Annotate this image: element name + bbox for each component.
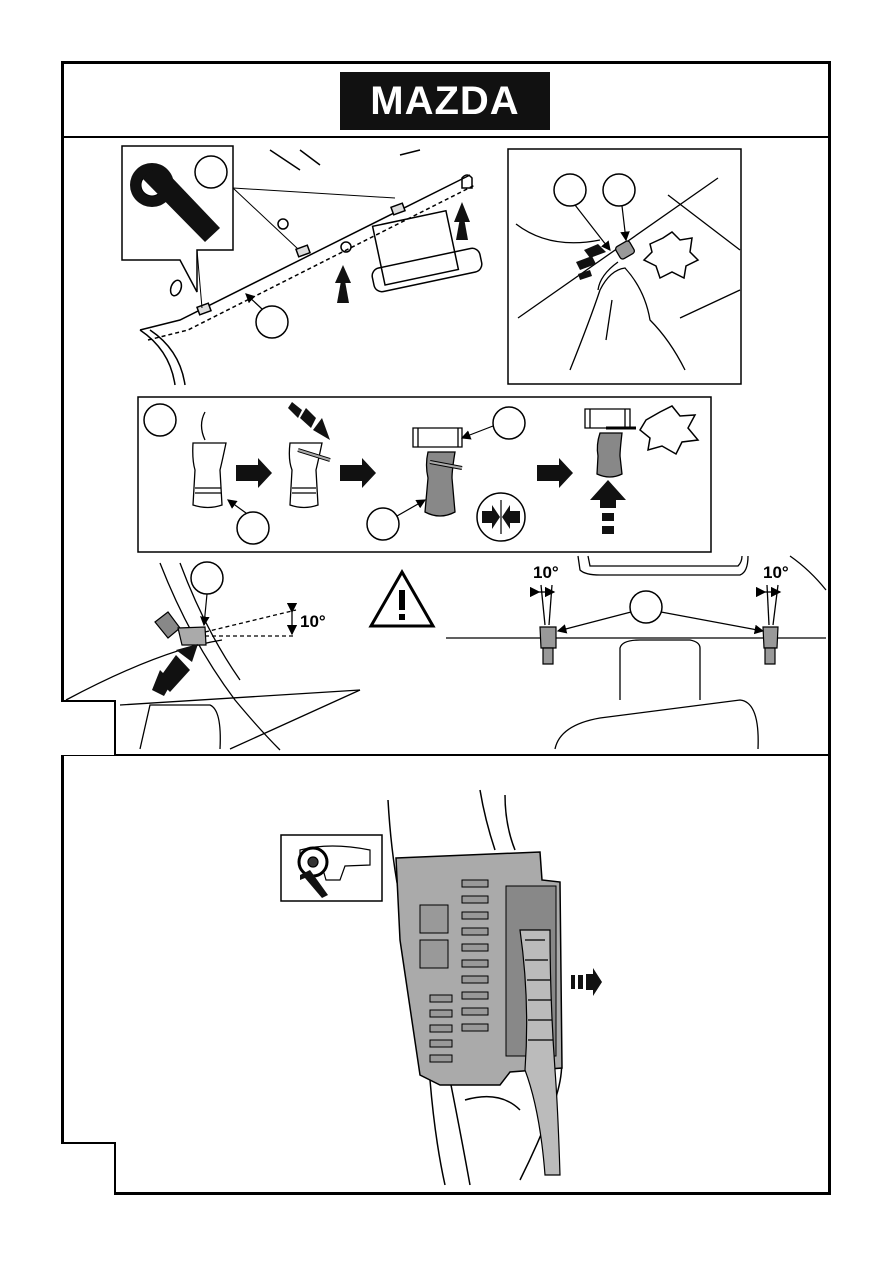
pull-arrow-icon <box>571 968 602 996</box>
step-tab <box>61 1142 116 1195</box>
